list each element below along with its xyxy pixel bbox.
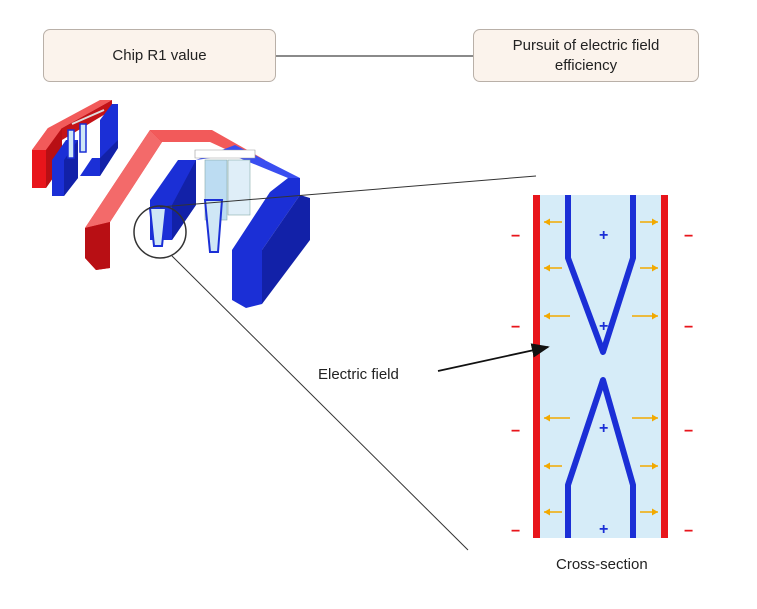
positive-charge-sign: + xyxy=(599,318,609,335)
field-arrow-right-head xyxy=(652,414,658,422)
large-chip-3d xyxy=(85,130,310,308)
positive-electrode-right xyxy=(661,195,668,538)
field-arrow-right-head xyxy=(652,312,658,320)
negative-charge-sign: − xyxy=(511,423,521,440)
zoom-line-bottom xyxy=(171,255,469,551)
positive-charge-sign: + xyxy=(599,420,609,437)
negative-charge-sign: − xyxy=(684,523,694,540)
field-arrow-right-head xyxy=(652,218,658,226)
negative-charge-sign: − xyxy=(684,228,694,245)
positive-electrode-left xyxy=(533,195,540,538)
field-arrow-right-head xyxy=(652,264,658,272)
field-arrow-left-head xyxy=(544,264,550,272)
field-arrow-left-head xyxy=(544,462,550,470)
pursuit-label-box: Pursuit of electric field efficiency xyxy=(473,29,699,82)
negative-electrode-outline xyxy=(565,195,636,538)
field-arrow-left-head xyxy=(544,218,550,226)
negative-charge-sign: − xyxy=(511,319,521,336)
chip-r1-label-box: Chip R1 value xyxy=(43,29,276,82)
electric-field-pointer xyxy=(437,343,550,372)
negative-charge-sign: − xyxy=(511,523,521,540)
positive-charge-sign: + xyxy=(599,521,609,538)
cross-section-label: Cross-section xyxy=(556,556,648,573)
electric-field-label: Electric field xyxy=(318,366,399,383)
positive-charge-sign: + xyxy=(599,227,609,244)
electrolyte-region xyxy=(536,195,664,538)
field-arrows xyxy=(544,218,658,516)
zoom-line-top xyxy=(159,175,537,208)
negative-charge-sign: − xyxy=(511,228,521,245)
field-arrow-left-head xyxy=(544,414,550,422)
zoom-circle xyxy=(133,205,187,259)
chip-r1-label: Chip R1 value xyxy=(112,46,207,64)
field-arrow-left-head xyxy=(544,508,550,516)
small-chip-3d xyxy=(32,100,118,196)
negative-charge-sign: − xyxy=(684,423,694,440)
field-arrow-right-head xyxy=(652,508,658,516)
pursuit-label: Pursuit of electric field efficiency xyxy=(512,36,660,74)
field-arrow-left-head xyxy=(544,312,550,320)
cross-section-diagram xyxy=(533,195,668,538)
field-arrow-right-head xyxy=(652,462,658,470)
negative-charge-sign: − xyxy=(684,319,694,336)
